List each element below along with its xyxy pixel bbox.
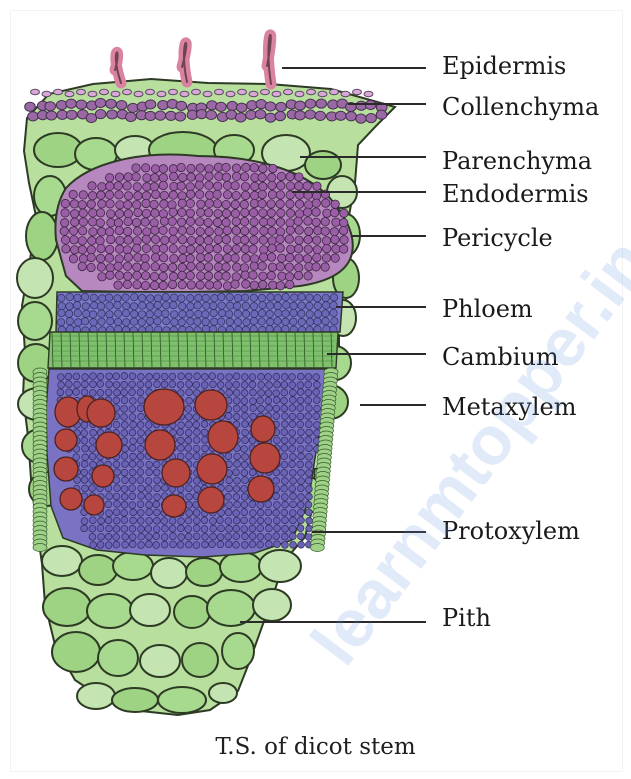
label-pith: Pith xyxy=(442,606,491,630)
label-endodermis: Endodermis xyxy=(442,182,589,206)
label-pericycle: Pericycle xyxy=(442,226,553,250)
label-parenchyma: Parenchyma xyxy=(442,149,592,173)
diagram-caption: T.S. of dicot stem xyxy=(0,734,631,760)
label-collenchyma: Collenchyma xyxy=(442,95,599,119)
label-phloem: Phloem xyxy=(442,297,533,321)
label-epidermis: Epidermis xyxy=(442,54,566,78)
